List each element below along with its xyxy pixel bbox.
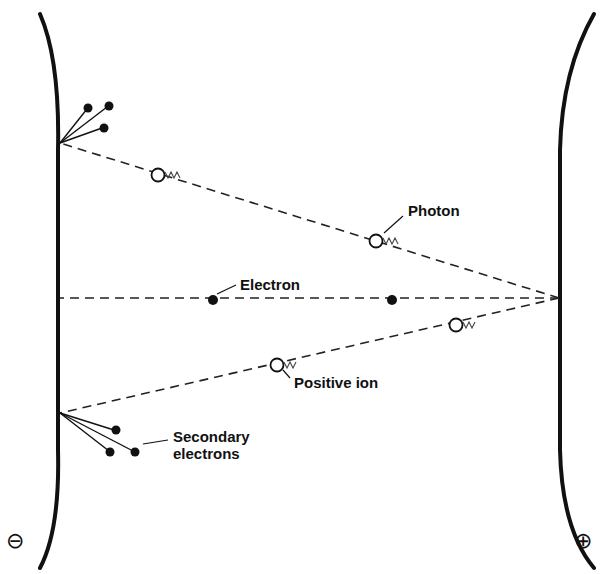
motion-streak <box>383 238 398 244</box>
photon-circle <box>370 235 383 248</box>
cathode-plate <box>40 14 58 568</box>
particle-label: Positive ion <box>292 374 380 391</box>
motion-streak <box>165 172 180 178</box>
secondary-electron <box>105 102 114 111</box>
secondary-track <box>60 128 102 143</box>
secondary-electron <box>106 448 115 457</box>
ion-circle <box>271 359 284 372</box>
motion-streak <box>463 322 475 328</box>
secondary-electron <box>84 104 93 113</box>
secondary-track <box>60 413 109 451</box>
secondary-track <box>60 413 133 451</box>
leader-line <box>143 440 168 444</box>
anode-plate <box>560 14 594 568</box>
photon-path <box>60 143 559 298</box>
photon-circle <box>152 169 165 182</box>
secondary-electron <box>131 448 140 457</box>
motion-streak <box>284 362 296 368</box>
secondary-electron <box>100 124 109 133</box>
electron-dot <box>208 295 218 305</box>
leader-line <box>283 370 290 378</box>
polarity-sign: ⊖ <box>4 528 26 553</box>
secondary-electron <box>112 426 121 435</box>
particle-label: Photon <box>406 202 462 219</box>
ion-circle <box>450 319 463 332</box>
polarity-sign: ⊕ <box>572 528 594 553</box>
electron-dot <box>387 295 397 305</box>
ion-path <box>60 298 559 413</box>
particle-label: Electron <box>238 276 302 293</box>
electron-path <box>60 297 559 299</box>
leader-line <box>384 216 403 233</box>
secondary-track <box>60 107 107 143</box>
particle-label: Secondary electrons <box>171 428 267 463</box>
leader-line <box>217 285 236 294</box>
